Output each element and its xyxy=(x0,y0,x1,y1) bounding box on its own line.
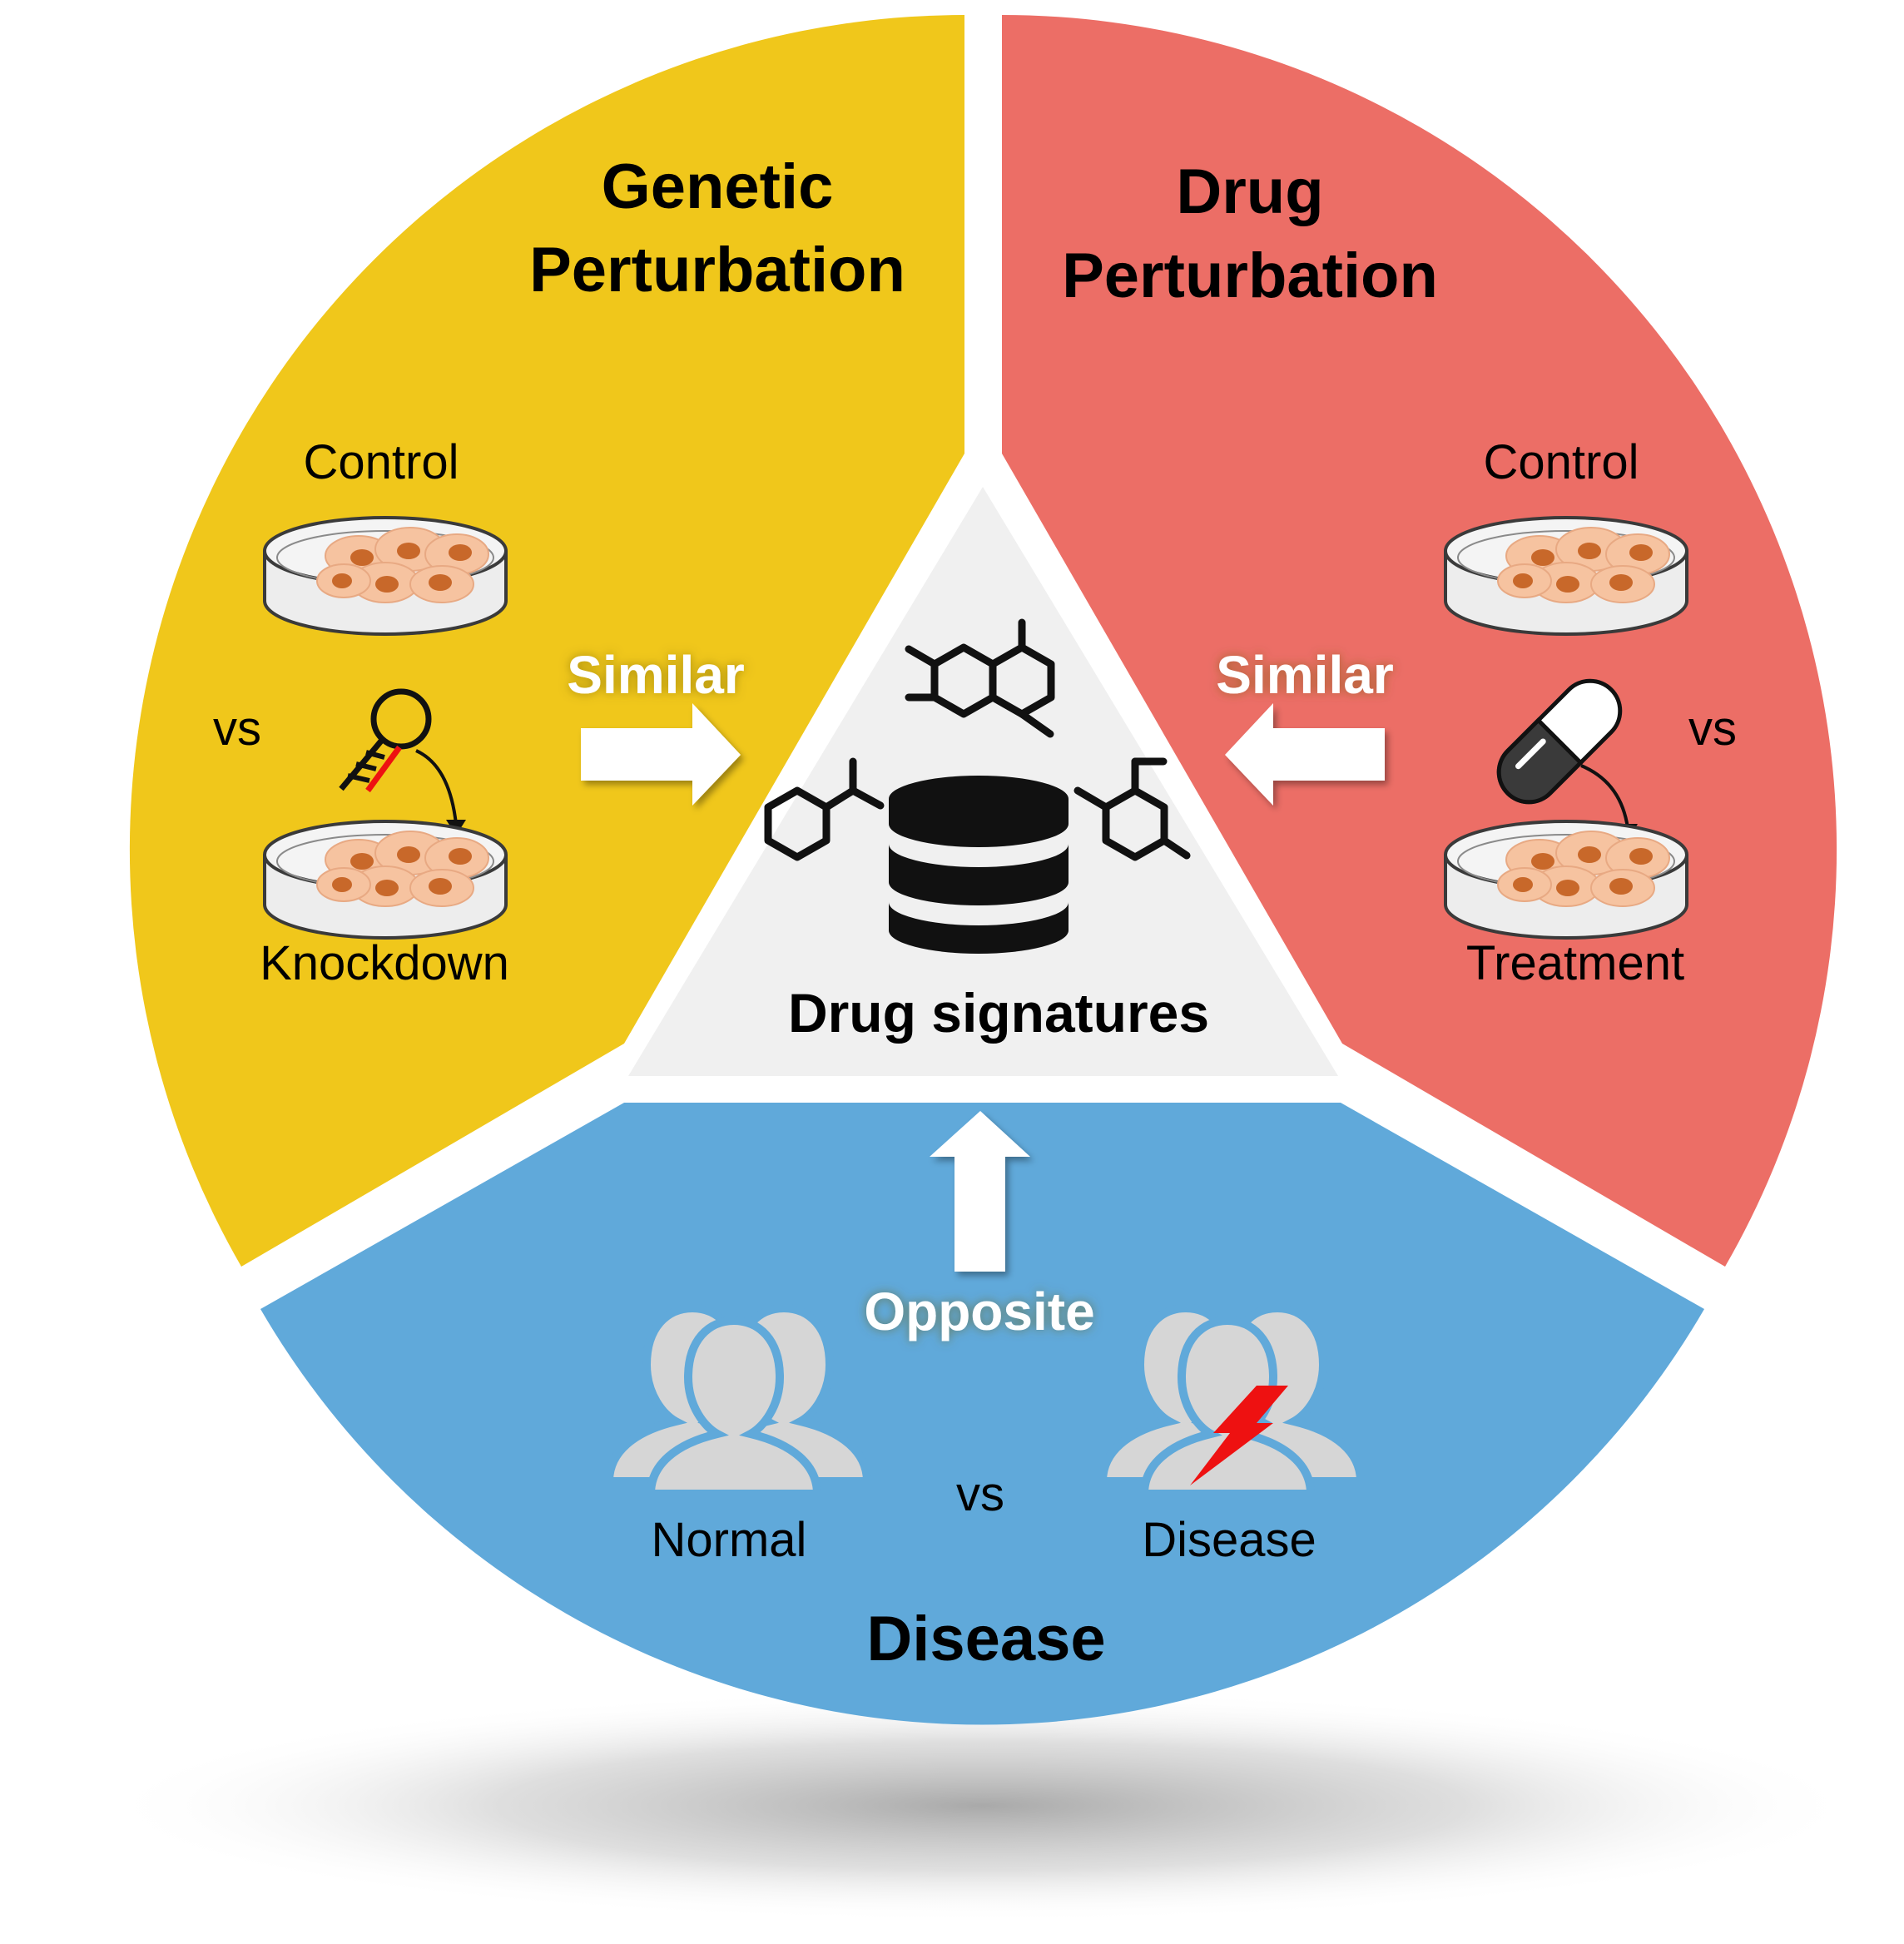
ground-shadow xyxy=(100,1689,1864,1922)
disease-sector xyxy=(260,1103,1704,1725)
petri-dish-icon xyxy=(1445,518,1687,634)
disease-vs-label: vs xyxy=(956,1467,1004,1521)
similar-arrow-right xyxy=(581,703,741,806)
petri-dish-icon xyxy=(1445,821,1687,938)
petri-dish-icon xyxy=(265,518,506,634)
shrna-icon xyxy=(339,688,466,836)
drug-title-line1: Drug xyxy=(1176,156,1323,227)
drug-signatures-label: Drug signatures xyxy=(788,982,1209,1044)
drug-title-line2: Perturbation xyxy=(1062,241,1438,311)
disease-group-label: Disease xyxy=(1142,1513,1316,1567)
normal-label: Normal xyxy=(652,1513,807,1567)
pill-icon xyxy=(1496,678,1623,805)
molecule-icon xyxy=(1073,757,1191,857)
genetic-title-line2: Perturbation xyxy=(529,235,905,305)
drug-perturbation-sector xyxy=(1002,14,1837,1267)
molecule-icon xyxy=(768,757,885,857)
genetic-perturbation-sector xyxy=(129,14,964,1267)
molecule-icon xyxy=(905,618,1051,738)
database-icon xyxy=(889,776,1069,954)
knockdown-label: Knockdown xyxy=(260,936,509,990)
genetic-control-label: Control xyxy=(304,435,459,489)
genetic-title-line1: Genetic xyxy=(602,151,834,222)
treatment-arrow xyxy=(1580,764,1629,829)
drug-similar-label: Similar xyxy=(1216,645,1393,705)
lightning-bolt-icon xyxy=(1190,1386,1288,1485)
opposite-arrow-up xyxy=(930,1111,1030,1272)
petri-dish-icon xyxy=(265,821,506,938)
disease-title: Disease xyxy=(866,1604,1105,1674)
drug-vs-label: vs xyxy=(1688,702,1737,756)
similar-arrow-left xyxy=(1225,703,1385,806)
genetic-vs-label: vs xyxy=(213,702,261,756)
opposite-label: Opposite xyxy=(864,1282,1094,1341)
genetic-similar-label: Similar xyxy=(567,645,744,705)
drug-control-label: Control xyxy=(1484,435,1639,489)
treatment-label: Treatment xyxy=(1466,936,1684,990)
